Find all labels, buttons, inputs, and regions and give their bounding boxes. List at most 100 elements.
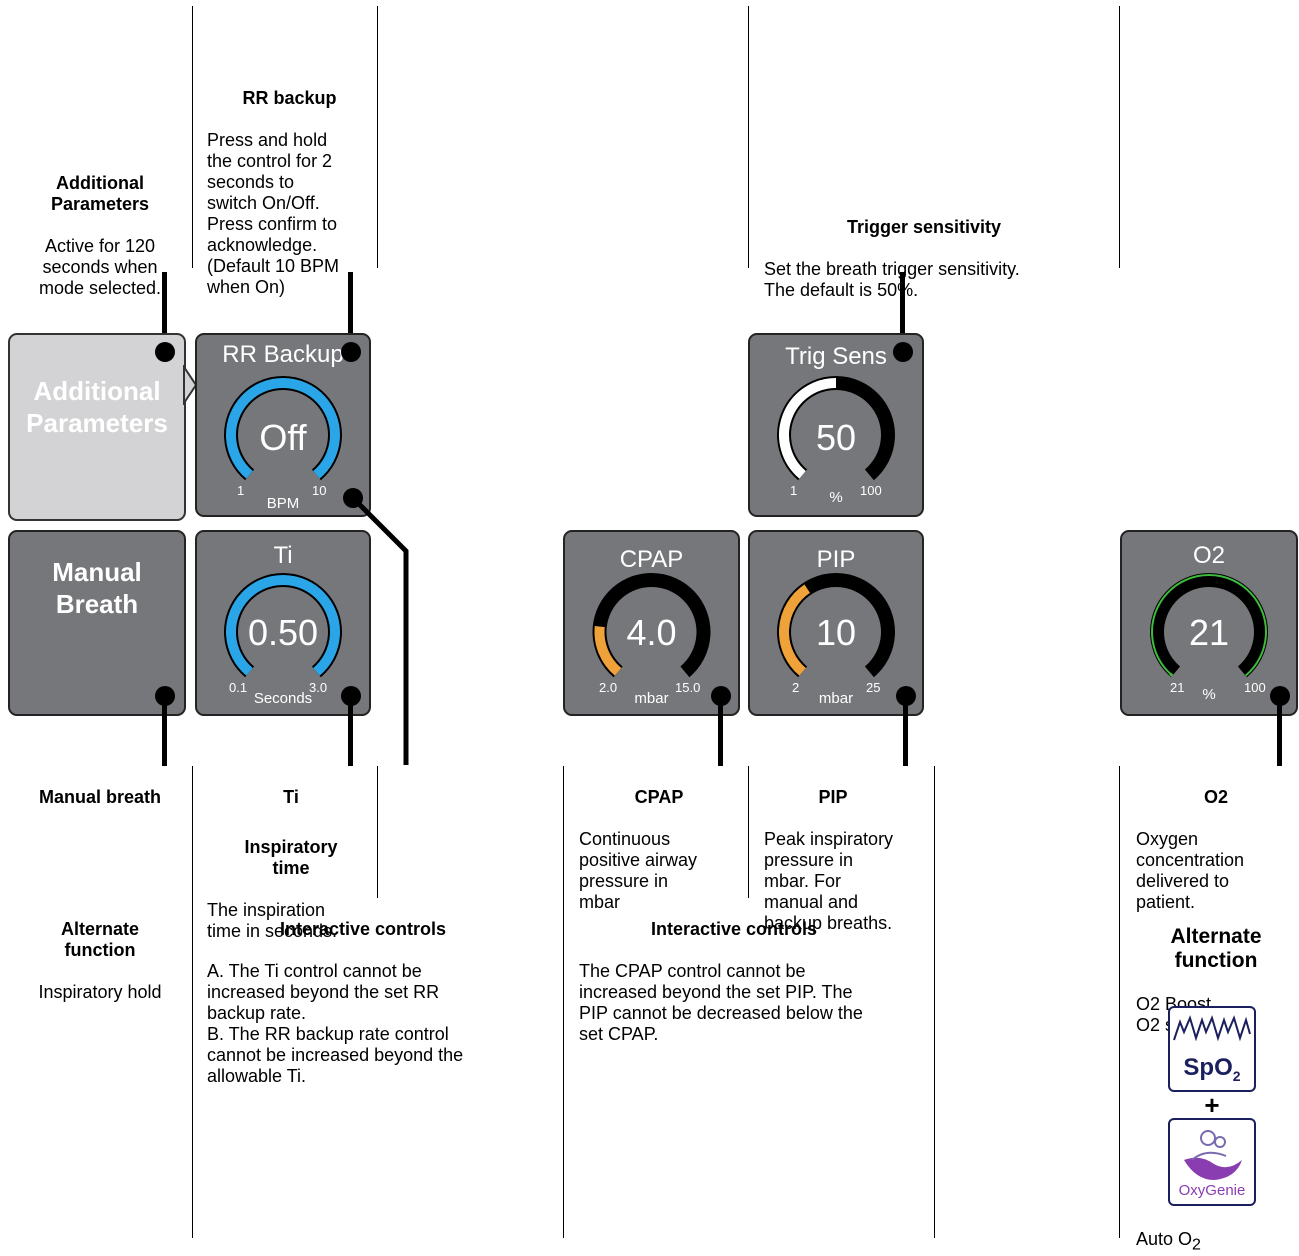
max-label: 3.0 bbox=[309, 680, 328, 695]
annotation-pip: PIP Peak inspiratory pressure in mbar. F… bbox=[764, 766, 932, 934]
unit-label: Seconds bbox=[253, 690, 313, 707]
gauge-arc bbox=[1150, 573, 1268, 678]
gauge-arc bbox=[777, 573, 895, 678]
annotation-title: Interactive controls bbox=[651, 919, 818, 939]
column-divider bbox=[1119, 766, 1120, 1238]
cpap-control[interactable]: CPAP 4.0 2.0 15.0 mbar bbox=[563, 530, 740, 716]
control-value: 10 bbox=[815, 612, 857, 653]
min-label: 2 bbox=[792, 680, 800, 695]
gauge-arc bbox=[224, 376, 342, 481]
leader-line bbox=[903, 700, 908, 766]
control-value: 21 bbox=[1188, 612, 1230, 653]
annotation-body: Continuous positive airway pressure in m… bbox=[579, 829, 698, 912]
annotation-body: Oxygen concentration delivered to patien… bbox=[1136, 829, 1245, 912]
control-value: 0.50 bbox=[247, 612, 319, 653]
oxygenie-hand-icon bbox=[1184, 1130, 1242, 1180]
annotation-alternate-function-left: Alternate function Inspiratory hold bbox=[20, 898, 180, 1003]
max-label: 10 bbox=[312, 483, 327, 498]
min-label: 1 bbox=[237, 483, 245, 498]
gauge-track bbox=[1150, 573, 1268, 678]
leader-line bbox=[900, 272, 905, 352]
annotation-manual-breath: Manual breath bbox=[20, 766, 180, 808]
oxygenie-icon: OxyGenie bbox=[1168, 1118, 1256, 1206]
callout-dot bbox=[155, 342, 175, 362]
spo2-label: SpO2 bbox=[1183, 1054, 1241, 1084]
rr-backup-control[interactable]: RR Backup Off 1 10 BPM bbox=[195, 333, 371, 517]
annotation-body: Press and hold the control for 2 seconds… bbox=[207, 130, 340, 297]
column-divider bbox=[748, 766, 749, 898]
control-title: Trig Sens bbox=[785, 343, 887, 370]
spo2-icon: SpO2 bbox=[1168, 1006, 1256, 1092]
control-value: 50 bbox=[815, 417, 857, 458]
annotation-ti: Ti Inspiratory time The inspiration time… bbox=[207, 766, 375, 942]
callout-dot bbox=[1270, 686, 1290, 706]
column-divider bbox=[192, 6, 193, 268]
pleth-waveform-icon bbox=[1173, 1015, 1251, 1042]
leader-line bbox=[162, 700, 167, 766]
annotation-cpap: CPAP Continuous positive airway pressure… bbox=[579, 766, 739, 913]
callout-dot bbox=[893, 342, 913, 362]
column-divider bbox=[377, 766, 378, 898]
annotation-body: Set the breath trigger sensitivity. The … bbox=[764, 259, 1020, 300]
callout-dot bbox=[711, 686, 731, 706]
max-label: 15.0 bbox=[675, 680, 701, 695]
trig-sens-control[interactable]: Trig Sens 50 1 100 % bbox=[748, 333, 924, 517]
pointer-notch bbox=[183, 365, 198, 405]
unit-label: mbar bbox=[818, 690, 854, 707]
column-divider bbox=[748, 6, 749, 268]
oxygenie-label: OxyGenie bbox=[1178, 1182, 1246, 1199]
min-label: 2.0 bbox=[599, 680, 618, 695]
unit-label: mbar bbox=[634, 690, 669, 707]
annotation-body: A. The Ti control cannot be increased be… bbox=[207, 961, 464, 1086]
annotation-title: Interactive controls bbox=[280, 919, 447, 939]
annotation-title: PIP bbox=[818, 787, 848, 807]
gauge-fill bbox=[779, 584, 811, 676]
annotation-body: Active for 120 seconds when mode selecte… bbox=[38, 236, 162, 298]
gauge-fill bbox=[226, 378, 340, 479]
annotation-interactive-controls-left: Interactive controls A. The Ti control c… bbox=[207, 898, 547, 1087]
column-divider bbox=[377, 6, 378, 268]
gauge-outline bbox=[1151, 574, 1267, 677]
leader-line bbox=[162, 272, 167, 352]
annotation-title: Manual breath bbox=[38, 787, 162, 807]
unit-label: % bbox=[1202, 686, 1216, 703]
leader-line bbox=[718, 700, 723, 766]
control-title: RR Backup bbox=[222, 341, 344, 368]
min-label: 0.1 bbox=[229, 680, 248, 695]
o2-control[interactable]: O2 21 21 100 % bbox=[1120, 530, 1298, 716]
annotation-title: Alternate function bbox=[60, 919, 140, 960]
control-value: Off bbox=[259, 417, 307, 458]
control-title: Ti bbox=[273, 542, 293, 569]
column-divider bbox=[1119, 6, 1120, 268]
annotation-title: Ti bbox=[283, 787, 299, 807]
min-label: 1 bbox=[790, 483, 798, 498]
unit-label: BPM bbox=[266, 495, 300, 512]
column-divider bbox=[563, 766, 564, 1238]
annotation-o2: O2 Oxygen concentration delivered to pat… bbox=[1136, 766, 1296, 913]
annotation-title: O2 bbox=[1203, 787, 1228, 807]
unit-label: % bbox=[829, 489, 843, 506]
column-divider bbox=[192, 766, 193, 1238]
button-label: Manual Breath bbox=[52, 557, 142, 619]
ti-control[interactable]: Ti 0.50 0.1 3.0 Seconds bbox=[195, 530, 371, 716]
gauge-fill bbox=[226, 575, 340, 676]
annotation-title: Trigger sensitivity bbox=[846, 217, 1002, 237]
annotation-rr-backup: RR backup Press and hold the control for… bbox=[207, 67, 372, 298]
annotation-title: RR backup bbox=[242, 88, 337, 108]
leader-line bbox=[348, 700, 353, 766]
max-label: 25 bbox=[866, 680, 881, 695]
control-title: PIP bbox=[816, 546, 856, 573]
annotation-interactive-controls-right: Interactive controls The CPAP control ca… bbox=[579, 898, 929, 1045]
callout-dot bbox=[155, 686, 175, 706]
min-label: 21 bbox=[1170, 680, 1185, 695]
callout-dot bbox=[341, 686, 361, 706]
pip-control[interactable]: PIP 10 2 25 mbar bbox=[748, 530, 924, 716]
annotation-title: CPAP bbox=[634, 787, 684, 807]
additional-parameters-button[interactable]: Additional Parameters bbox=[8, 333, 186, 521]
callout-dot bbox=[341, 342, 361, 362]
auto-o2-label: Auto O2 bbox=[1136, 1229, 1201, 1254]
callout-dot bbox=[896, 686, 916, 706]
manual-breath-button[interactable]: Manual Breath bbox=[8, 530, 186, 716]
leader-line-rr-to-controls bbox=[351, 496, 409, 765]
max-label: 100 bbox=[1244, 680, 1266, 695]
